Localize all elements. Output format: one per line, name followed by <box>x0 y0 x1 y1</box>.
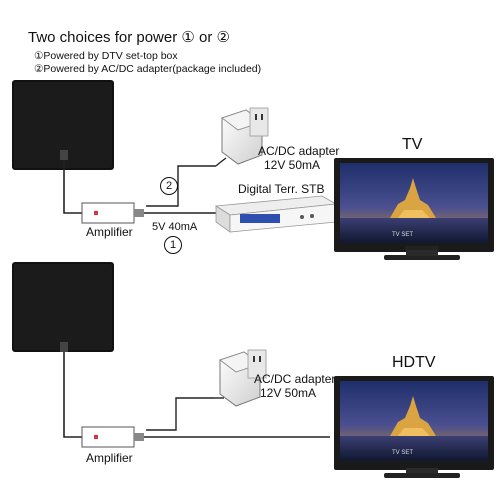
stb-label: Digital Terr. STB <box>238 182 325 196</box>
ac-dc-adapter-top <box>215 107 269 167</box>
power-option-2-note: ②Powered by AC/DC adapter(package includ… <box>34 63 262 75</box>
adapter-label-top-line1: AC/DC adapter <box>258 144 340 158</box>
amplifier-label-top: Amplifier <box>86 225 133 239</box>
amplifier-bottom <box>81 426 144 448</box>
badge-option-2: 2 <box>160 177 178 195</box>
stb-power-label: 5V 40mA <box>152 221 198 233</box>
ac-dc-adapter-bottom <box>214 349 267 407</box>
set-top-box <box>214 195 338 233</box>
adapter-label-bottom-line1: AC/DC adapter <box>254 372 336 386</box>
tv-label: TV <box>402 136 423 153</box>
amplifier-label-bottom: Amplifier <box>86 451 133 465</box>
tv-bottom <box>334 376 494 478</box>
adapter-label-top-line2: 12V 50mA <box>264 158 321 172</box>
antenna-bottom <box>12 262 114 352</box>
adapter-label-bottom: AC/DC adapter 12V 50mA <box>254 372 335 400</box>
hdtv-label: HDTV <box>392 354 436 371</box>
badge-option-1: 1 <box>164 236 182 254</box>
diagram-title: Two choices for power ① or ② <box>28 29 230 46</box>
antenna-top <box>12 80 114 170</box>
amplifier-top <box>81 202 144 224</box>
tv-bottom-brand: TV SET <box>392 450 414 456</box>
tv-top-brand: TV SET <box>392 232 414 238</box>
tv-top <box>334 158 494 260</box>
power-option-1-note: ①Powered by DTV set-top box <box>34 50 178 62</box>
adapter-label-top: AC/DC adapter 12V 50mA <box>258 144 339 172</box>
adapter-label-bottom-line2: 12V 50mA <box>260 386 317 400</box>
